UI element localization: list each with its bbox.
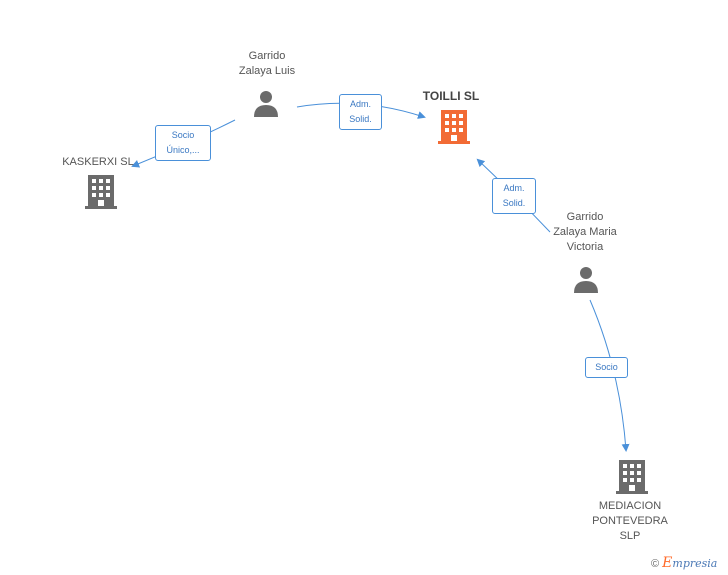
edge-label-adm-solid[interactable]: Adm. Solid.: [492, 178, 536, 214]
building-icon[interactable]: [85, 175, 117, 209]
node-label-mediacion: MEDIACION PONTEVEDRA SLP: [592, 500, 668, 542]
brand-name: mpresia: [672, 557, 718, 570]
person-icon[interactable]: [252, 89, 280, 117]
brand-logo: © Empresia: [651, 555, 717, 571]
node-label-garrido-maria: Garrido Zalaya Maria Victoria: [553, 211, 617, 253]
edge-label-socio[interactable]: Socio: [585, 357, 628, 378]
copyright-symbol: ©: [651, 558, 660, 570]
node-label-kaskerxi: KASKERXI SL: [62, 156, 134, 168]
node-label-toilli: TOILLI SL: [422, 89, 480, 103]
building-icon[interactable]: [616, 460, 648, 494]
edge-label-adm-solid[interactable]: Adm. Solid.: [339, 94, 382, 130]
person-icon[interactable]: [572, 265, 600, 293]
brand-initial: E: [662, 555, 673, 571]
edge-label-socio-unico[interactable]: Socio Único,...: [155, 125, 211, 161]
node-label-garrido-luis: Garrido Zalaya Luis: [238, 50, 296, 77]
building-icon-main[interactable]: [438, 110, 470, 144]
